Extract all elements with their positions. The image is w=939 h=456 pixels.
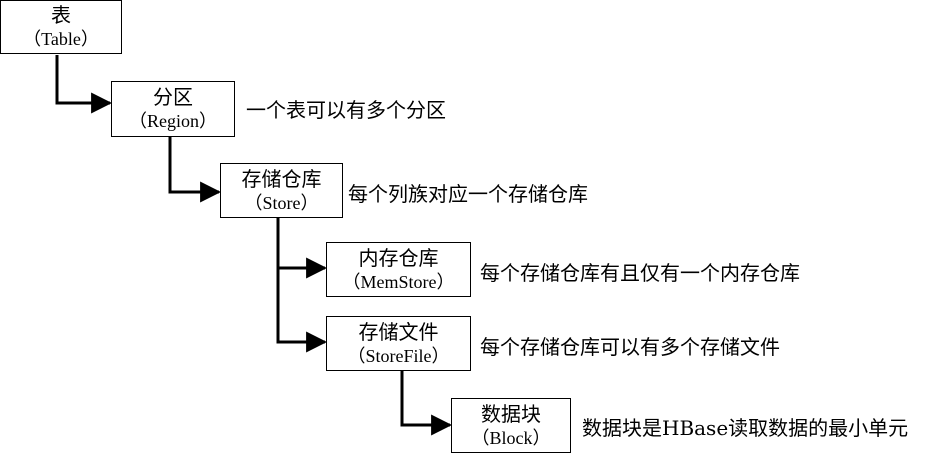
desc-store: 每个列族对应一个存储仓库 [348, 182, 588, 206]
edge-region-store [168, 136, 222, 203]
node-memstore: 内存仓库 （MemStore） [326, 242, 471, 297]
desc-storefile: 每个存储仓库可以有多个存储文件 [480, 335, 780, 359]
desc-memstore: 每个存储仓库有且仅有一个内存仓库 [480, 261, 800, 285]
desc-block: 数据块是HBase读取数据的最小单元 [582, 416, 909, 440]
node-region: 分区 （Region） [111, 81, 235, 137]
node-table-sublabel: （Table） [23, 29, 99, 50]
node-block-sublabel: （Block） [471, 427, 551, 448]
edge-storefile-block [400, 370, 453, 436]
node-store: 存储仓库 （Store） [220, 163, 343, 218]
node-memstore-sublabel: （MemStore） [342, 271, 455, 292]
node-region-sublabel: （Region） [129, 111, 217, 132]
node-store-label: 存储仓库 [241, 166, 322, 191]
node-store-sublabel: （Store） [244, 192, 319, 213]
node-storefile-label: 存储文件 [358, 319, 439, 344]
desc-region: 一个表可以有多个分区 [246, 98, 446, 122]
edge-table-region [55, 55, 113, 114]
node-table-label: 表 [51, 3, 71, 28]
node-block: 数据块 （Block） [451, 398, 571, 453]
node-storefile-sublabel: （StoreFile） [347, 345, 450, 366]
node-table: 表 （Table） [0, 0, 122, 54]
node-memstore-label: 内存仓库 [358, 245, 439, 270]
edge-store-memstore [276, 217, 328, 353]
node-region-label: 分区 [153, 85, 193, 110]
node-storefile: 存储文件 （StoreFile） [326, 316, 471, 371]
node-block-label: 数据块 [481, 401, 541, 426]
